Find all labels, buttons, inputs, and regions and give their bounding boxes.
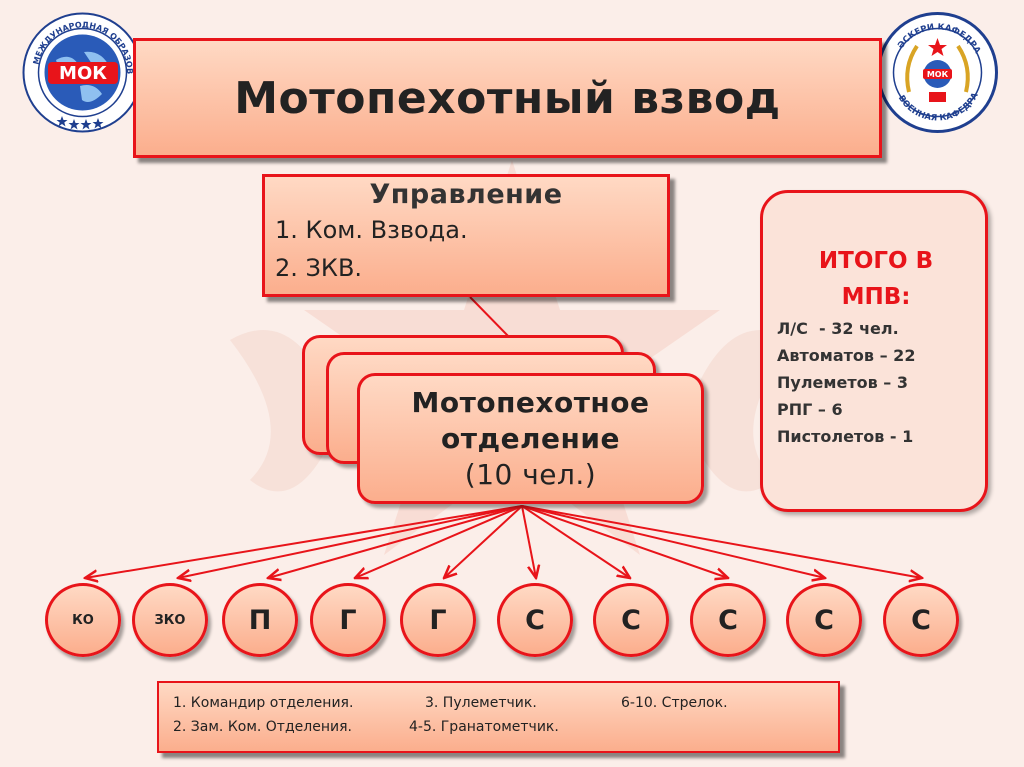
totals-title-line-2: МПВ:	[841, 284, 911, 310]
totals-rifles: Автоматов – 22	[777, 346, 916, 365]
legend-row-1: 1. Командир отделения. 3. Пулеметчик. 6-…	[173, 691, 824, 715]
member-arrow-5	[444, 505, 523, 578]
member-p: П	[222, 583, 298, 657]
member-g-1: Г	[310, 583, 386, 657]
legend-rifleman: 6-10. Стрелок.	[621, 695, 728, 711]
member-s-1: С	[497, 583, 573, 657]
member-arrow-10	[521, 505, 922, 578]
member-zko: ЗКО	[132, 583, 208, 657]
member-arrow-4	[355, 505, 523, 578]
member-arrow-2	[178, 505, 523, 578]
title-box: Мотопехотный взвод	[133, 38, 882, 158]
military-department-logo-right: МОК ӘСКЕРИ КАФЕДРА ВОЕННАЯ КАФЕДРА	[877, 12, 998, 133]
page-title: Мотопехотный взвод	[234, 72, 781, 124]
right-logo-abbr: МОК	[927, 70, 949, 79]
legend-deputy: 2. Зам. Ком. Отделения.	[173, 719, 352, 735]
management-box: Управление 1. Ком. Взвода. 2. ЗКВ.	[262, 174, 670, 297]
totals-title-line-1: ИТОГО В	[818, 248, 934, 274]
totals-pistols: Пистолетов - 1	[777, 427, 914, 446]
squad-name-line-2: отделение	[440, 421, 621, 455]
member-ko: КО	[45, 583, 121, 657]
totals-machine-guns: Пулеметов – 3	[777, 373, 908, 392]
member-arrows	[85, 505, 922, 578]
member-s-3: С	[690, 583, 766, 657]
totals-rpg: РПГ – 6	[777, 400, 843, 419]
totals-box: ИТОГО В МПВ: Л/С - 32 чел. Автоматов – 2…	[760, 190, 988, 512]
management-line-2: 2. ЗКВ.	[275, 254, 363, 282]
member-arrow-1	[85, 505, 523, 578]
legend-machine-gunner: 3. Пулеметчик.	[425, 695, 537, 711]
squad-count: (10 чел.)	[464, 457, 597, 491]
legend-box: 1. Командир отделения. 3. Пулеметчик. 6-…	[157, 681, 840, 753]
member-arrow-7	[521, 505, 630, 578]
totals-personnel: Л/С - 32 чел.	[777, 319, 899, 338]
squad-box: Мотопехотное отделение (10 чел.)	[357, 373, 704, 504]
member-arrow-9	[521, 505, 825, 578]
member-arrow-6	[521, 505, 536, 578]
totals-title: ИТОГО В МПВ:	[777, 243, 975, 315]
member-s-5: С	[883, 583, 959, 657]
management-line-1: 1. Ком. Взвода.	[275, 216, 468, 244]
member-arrow-3	[268, 505, 523, 578]
mok-logo-left: МОК МЕЖДУНАРОДНАЯ ОБРАЗОВАТЕЛЬНАЯ	[19, 5, 143, 133]
member-s-2: С	[593, 583, 669, 657]
squad-name-line-1: Мотопехотное	[411, 385, 650, 419]
member-g-2: Г	[400, 583, 476, 657]
member-s-4: С	[786, 583, 862, 657]
legend-commander: 1. Командир отделения.	[173, 695, 354, 711]
left-logo-abbr: МОК	[59, 63, 107, 84]
management-heading: Управление	[369, 179, 563, 210]
member-arrow-8	[521, 505, 728, 578]
legend-row-2: 2. Зам. Ком. Отделения. 4-5. Гранатометч…	[173, 715, 824, 739]
legend-grenadier: 4-5. Гранатометчик.	[409, 719, 559, 735]
